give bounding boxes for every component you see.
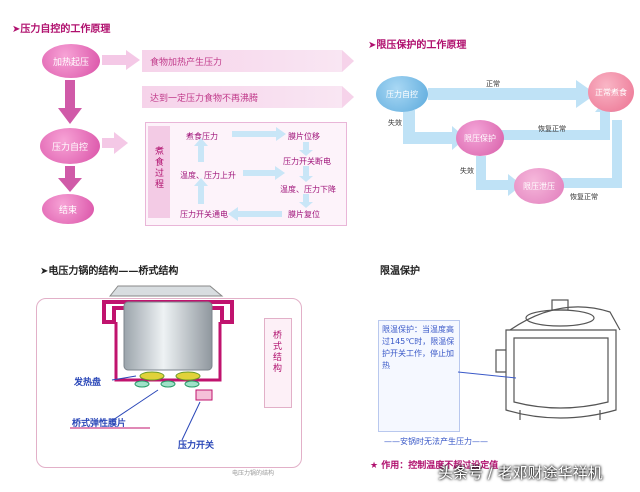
watermark: 头条号 / 老邓财途华祥机 <box>438 464 603 482</box>
part-heater: 发热盘 <box>74 378 102 388</box>
banner-pressure-generated: 食物加热产生压力 <box>142 50 342 72</box>
part-pressure-switch: 压力开关 <box>178 441 215 451</box>
cell-diaphragm-move: 膜片位移 <box>288 132 320 141</box>
banner-2-arrow <box>342 86 354 108</box>
structure-caption: 电压力锅的结构 <box>232 470 275 477</box>
label-normal: 正常 <box>486 80 500 88</box>
cell-switch-on: 压力开关通电 <box>180 210 228 219</box>
node-pressure-limit: 限压保护 <box>456 120 504 156</box>
cell-diaphragm-reset: 膜片复位 <box>288 210 320 219</box>
banner-no-boiling: 达到一定压力食物不再沸腾 <box>142 86 342 108</box>
bridge-structure-box <box>264 318 292 408</box>
pressure-control-heading: ➤压力自控的工作原理 <box>12 24 111 35</box>
safety-line: ——安锅时无法产生压力—— <box>384 437 488 446</box>
note-box <box>378 320 460 432</box>
cell-cooking-pressure: 煮食压力 <box>186 132 218 141</box>
process-label: 煮食过程 <box>153 146 163 190</box>
node-pressure-release: 限压泄压 <box>514 168 564 204</box>
label-fail-1: 失效 <box>388 119 402 127</box>
structure-heading: ➤电压力锅的结构——桥式结构 <box>40 266 179 277</box>
pressure-control-oval: 压力自控 <box>40 128 100 164</box>
label-recover-1: 恢复正常 <box>538 125 566 133</box>
process-label-box <box>148 126 170 218</box>
heat-pressure-oval: 加热起压 <box>42 44 100 78</box>
function-footer: ★ 作用：控制温度不超过设定值 <box>370 461 499 471</box>
node-normal-cooking: 正常煮食 <box>588 72 634 112</box>
part-spring-diaphragm: 桥式弹性膜片 <box>72 419 127 429</box>
cell-temp-rise: 温度、压力上升 <box>180 171 236 180</box>
temp-limit-heading: 限温保护 <box>380 266 420 277</box>
temp-limit-note: 限温保护：当温度高过145℃时，限温保护开关工作，停止加热 <box>382 325 455 370</box>
node-pressure-control: 压力自控 <box>376 76 428 112</box>
label-fail-2: 失效 <box>460 167 474 175</box>
cell-switch-off: 压力开关断电 <box>283 157 331 166</box>
cell-temp-drop: 温度、压力下降 <box>280 185 336 194</box>
label-recover-2: 恢复正常 <box>570 193 598 201</box>
end-oval: 结束 <box>42 194 94 224</box>
pressure-limit-heading: ➤限压保护的工作原理 <box>368 40 467 51</box>
structure-frame <box>36 298 302 468</box>
bridge-structure-label: 桥式结构 <box>271 330 281 374</box>
banner-1-arrow <box>342 50 354 72</box>
